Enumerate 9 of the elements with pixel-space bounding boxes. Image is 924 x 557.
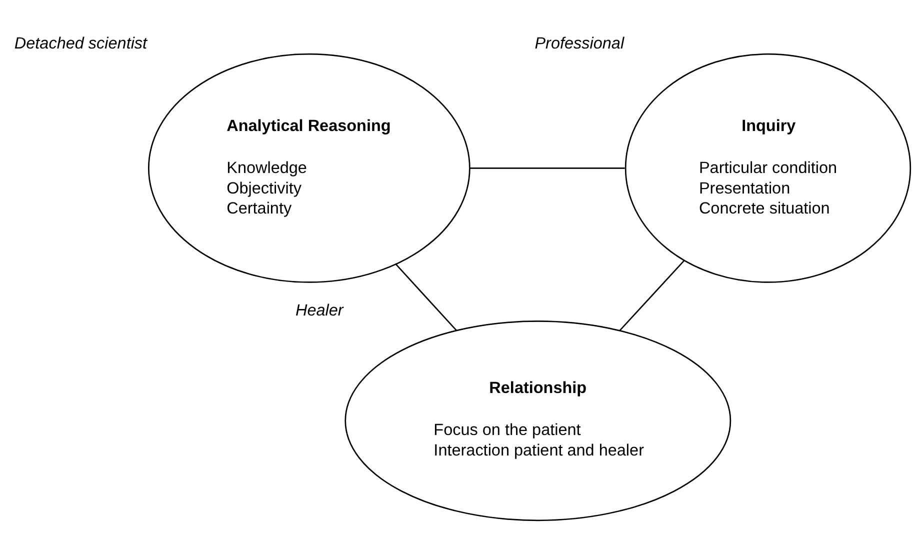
node-label: Detached scientist [14,34,147,52]
node-ellipse: Inquiry Particular condition Presentation Concrete situation [624,53,911,283]
node-ellipse: Analytical Reasoning Knowledge Objectivity Certainty [148,53,470,283]
node-label: Professional [534,34,624,52]
connector [394,264,456,331]
node-label: Healer [294,301,343,320]
connector [470,167,624,169]
node-ellipse: Relationship Focus on the patient Interaction patient and healer [344,320,731,522]
connector [618,260,684,332]
